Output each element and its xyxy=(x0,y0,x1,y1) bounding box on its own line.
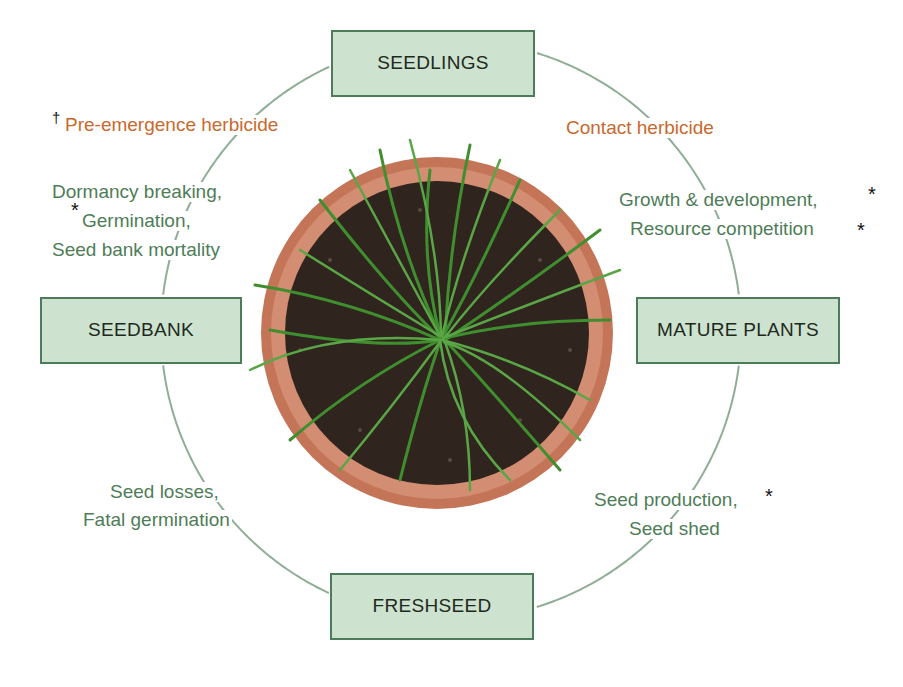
cycle-arc xyxy=(163,67,329,295)
footnote-mark: † xyxy=(50,110,62,126)
grass-blades xyxy=(250,140,620,490)
cycle-arc xyxy=(163,365,329,593)
process-label: Seed bank mortality xyxy=(50,240,222,260)
stage-name: FRESHSEED xyxy=(373,595,492,617)
footnote-mark: * xyxy=(763,486,775,507)
stage-box: FRESHSEED xyxy=(330,573,534,640)
stage-box: SEEDLINGS xyxy=(331,30,535,97)
process-label: Seed production, xyxy=(592,490,740,510)
control-label: Contact herbicide xyxy=(564,118,716,138)
process-label: Seed losses, xyxy=(108,482,221,502)
process-label: Seed shed xyxy=(627,519,722,539)
process-label: Dormancy breaking, xyxy=(50,182,224,202)
process-label: Resource competition xyxy=(628,219,816,239)
stage-box: SEEDBANK xyxy=(40,297,242,364)
stage-name: SEEDBANK xyxy=(88,319,194,341)
stage-name: MATURE PLANTS xyxy=(657,319,819,341)
process-label: Growth & development, xyxy=(617,190,820,210)
cycle-arc xyxy=(537,366,739,607)
stage-box: MATURE PLANTS xyxy=(636,297,840,364)
control-label: Pre-emergence herbicide xyxy=(63,115,280,135)
process-label: Germination, xyxy=(80,211,193,231)
process-label: Fatal germination xyxy=(81,510,232,530)
footnote-mark: * xyxy=(866,184,878,205)
footnote-mark: * xyxy=(855,220,867,241)
soil xyxy=(285,181,589,485)
pot-rim xyxy=(261,157,613,509)
pot-inner-rim xyxy=(271,167,603,499)
cycle-arc xyxy=(537,53,739,294)
stage-name: SEEDLINGS xyxy=(377,52,488,74)
